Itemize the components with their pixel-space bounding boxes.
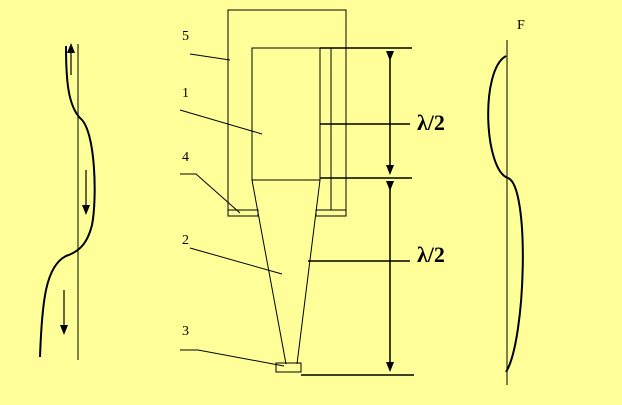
label-5: 5 xyxy=(182,29,189,44)
part-labels: 5 1 4 2 3 xyxy=(182,29,189,339)
half-wave-label-top: λ/2 xyxy=(417,110,445,135)
leader-2 xyxy=(189,247,283,275)
label-4: 4 xyxy=(182,150,189,165)
force-curve-upper xyxy=(487,55,509,179)
leader-5 xyxy=(189,53,231,61)
label-1: 1 xyxy=(182,86,189,101)
force-diagram: F xyxy=(487,18,525,385)
transducer xyxy=(227,9,347,373)
horn-concentrator xyxy=(251,179,321,365)
leader-4 xyxy=(180,173,241,214)
displacement-curve xyxy=(39,45,96,358)
displacement-diagram xyxy=(39,43,96,360)
housing-inner-wall xyxy=(251,47,321,180)
housing xyxy=(227,9,347,216)
converter-block xyxy=(251,47,321,181)
leader-3 xyxy=(180,349,285,367)
dimension-lines xyxy=(301,47,414,376)
leader-1 xyxy=(179,109,263,135)
half-wave-label-bottom: λ/2 xyxy=(417,242,445,267)
flange-left xyxy=(227,209,259,217)
working-tool xyxy=(275,362,302,373)
label-3: 3 xyxy=(182,324,189,339)
force-label: F xyxy=(517,18,525,33)
leader-lines xyxy=(179,53,285,367)
label-2: 2 xyxy=(182,233,189,248)
force-curve-lower xyxy=(505,177,524,373)
flange-right xyxy=(315,209,347,217)
